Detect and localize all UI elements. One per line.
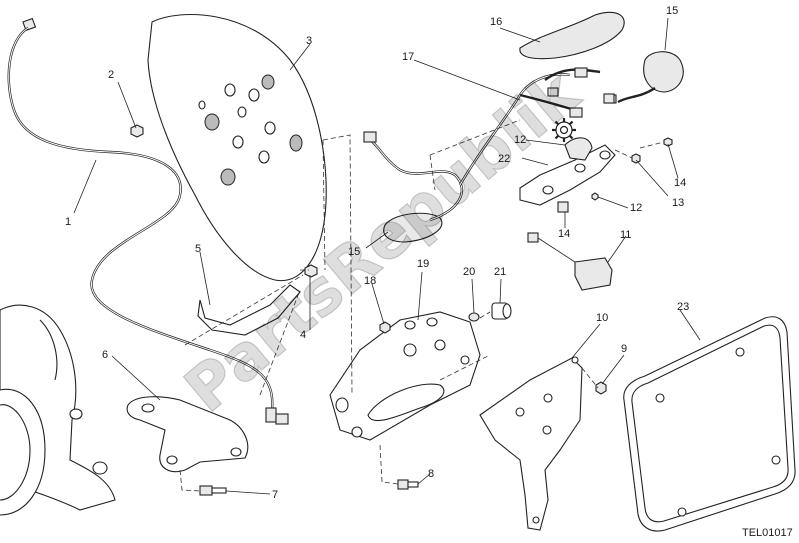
- drawing-code: TEL01017: [742, 527, 793, 539]
- callout-13: 13: [672, 197, 684, 209]
- callout-20: 20: [463, 266, 475, 278]
- callout-5: 5: [195, 243, 201, 255]
- callout-11: 11: [620, 229, 631, 241]
- screw-part-14-lower[interactable]: [557, 201, 569, 213]
- nut-part-13[interactable]: [631, 153, 641, 164]
- callout-16: 16: [490, 16, 502, 28]
- cover-part-16[interactable]: [519, 11, 625, 60]
- turn-indicator-part-15-right[interactable]: [603, 51, 684, 104]
- plate-light-part-11[interactable]: [527, 232, 613, 291]
- callout-7: 7: [272, 489, 278, 501]
- wiring-harness-part-1[interactable]: [7, 17, 289, 425]
- license-plate-part-23[interactable]: [623, 316, 796, 532]
- callout-8: 8: [428, 468, 434, 480]
- callout-labels: 1 2 3 4 5 6 7 8 9 10 11 12 12 13 14 14 1…: [65, 5, 689, 501]
- callout-22: 22: [498, 153, 510, 165]
- callout-17: 17: [402, 51, 414, 63]
- callout-14-a: 14: [674, 177, 686, 189]
- callout-19: 19: [417, 258, 429, 270]
- washer-part-20[interactable]: [468, 312, 480, 322]
- callout-21: 21: [494, 266, 506, 278]
- rear-mudguard-part-3[interactable]: [147, 14, 327, 282]
- callout-14-b: 14: [558, 228, 570, 240]
- bracket-part-6[interactable]: [126, 396, 249, 473]
- gear-icon: [552, 118, 576, 142]
- assembly-lines: [179, 119, 665, 492]
- screw-part-7[interactable]: [199, 485, 227, 496]
- screw-part-14-upper[interactable]: [663, 137, 673, 147]
- screw-part-8[interactable]: [397, 479, 419, 490]
- callout-12-b: 12: [630, 202, 642, 214]
- callout-12-a: 12: [514, 134, 526, 146]
- chassis-section: [0, 304, 116, 516]
- nut-part-18[interactable]: [379, 321, 391, 334]
- callout-23: 23: [677, 301, 689, 313]
- callout-9: 9: [621, 343, 627, 355]
- plate-light-assembly-part-22[interactable]: [519, 137, 616, 206]
- bracket-part-10[interactable]: [479, 356, 583, 531]
- callout-10: 10: [596, 312, 608, 324]
- callout-18: 18: [364, 275, 376, 287]
- callout-2: 2: [108, 69, 114, 81]
- leader-lines: [73, 17, 701, 495]
- screw-part-12-lower[interactable]: [591, 192, 599, 201]
- callout-3: 3: [306, 35, 312, 47]
- callout-4: 4: [300, 329, 306, 341]
- mudguard-holes: [198, 74, 303, 186]
- callout-15-b: 15: [666, 5, 678, 17]
- bracket-part-5[interactable]: [197, 264, 318, 336]
- callout-1: 1: [65, 216, 71, 228]
- plate-holder-part-19[interactable]: [329, 311, 481, 441]
- bolt-part-2[interactable]: [130, 124, 144, 138]
- screw-part-9[interactable]: [595, 381, 607, 395]
- spacer-part-21[interactable]: [491, 302, 512, 320]
- turn-indicator-part-15-left[interactable]: [363, 131, 464, 243]
- callout-6: 6: [102, 349, 108, 361]
- callout-15-a: 15: [348, 246, 360, 258]
